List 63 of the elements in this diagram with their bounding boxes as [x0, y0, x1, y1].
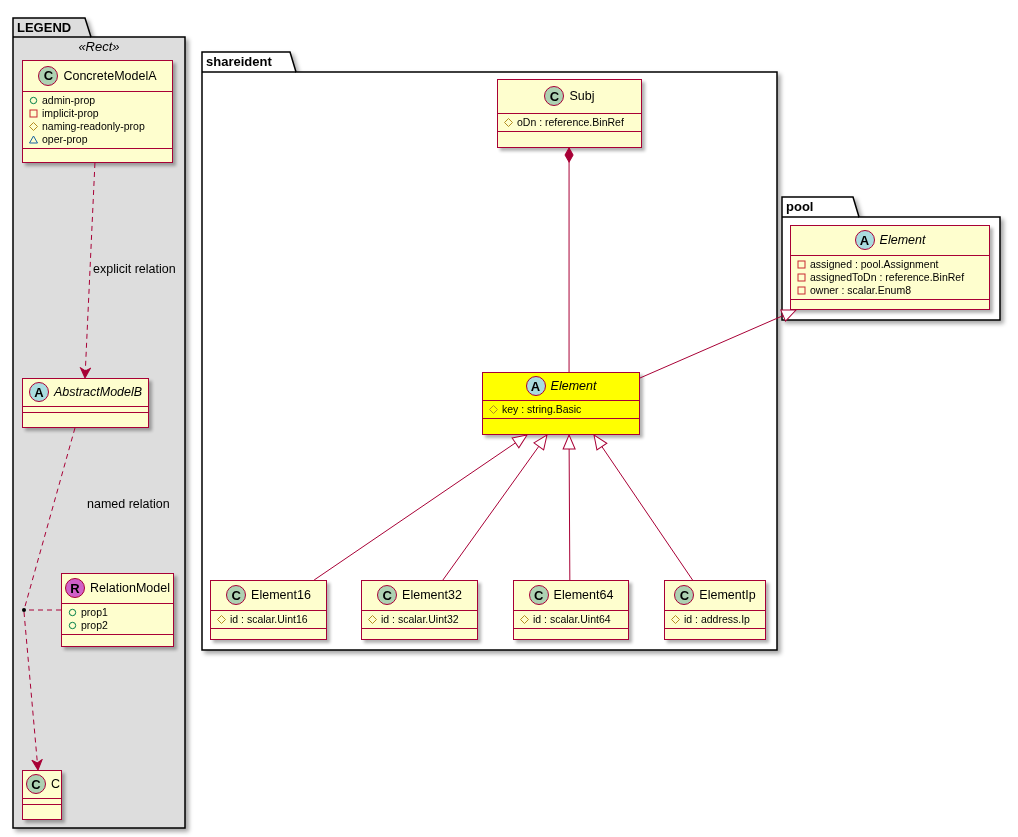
class-name: Element16: [251, 588, 311, 603]
class-name: Subj: [569, 89, 595, 104]
inheritance-arrow: [442, 434, 548, 581]
junction-dot: [22, 608, 26, 612]
class-box: [513, 580, 629, 640]
inheritance-arrow: [562, 434, 576, 581]
package-name: pool: [786, 198, 814, 215]
attribute-text: prop1: [81, 606, 108, 618]
dependency-arrow: [79, 162, 96, 379]
class-box: [22, 770, 62, 820]
stereotype-label: «Rect»: [77, 39, 121, 54]
attribute-text: prop2: [81, 619, 108, 631]
class-name: Element32: [402, 588, 462, 603]
composition-line: [564, 147, 574, 373]
attribute-text: admin-prop: [42, 94, 96, 106]
attribute-text: id : scalar.Uint16: [230, 613, 308, 625]
package-name: LEGEND: [17, 19, 72, 36]
class-box: [61, 573, 174, 647]
class-name: ConcreteModelA: [63, 68, 157, 83]
class-kind-marker: C: [38, 65, 59, 86]
attribute-text: oDn : reference.BinRef: [517, 116, 624, 128]
class-box: [482, 372, 640, 435]
class-name: AbstractModelB: [53, 385, 143, 400]
class-kind-marker: R: [65, 578, 86, 599]
attribute-text: naming-readonly-prop: [42, 120, 145, 132]
attribute-text: owner : scalar.Enum8: [810, 284, 911, 296]
attribute-text: implicit-prop: [42, 107, 99, 119]
class-name: ElementIp: [699, 588, 756, 603]
class-box: [22, 60, 173, 163]
attribute-text: id : scalar.Uint32: [381, 613, 459, 625]
class-name: Element: [550, 379, 597, 394]
attribute-text: id : scalar.Uint64: [533, 613, 611, 625]
attribute-text: key : string.Basic: [502, 403, 582, 415]
edge-label: named relation: [87, 497, 170, 511]
class-kind-marker: C: [544, 86, 565, 107]
class-name: C: [51, 777, 61, 792]
class-kind-marker: C: [226, 585, 247, 606]
attribute-text: oper-prop: [42, 133, 88, 145]
class-kind-marker: C: [674, 585, 695, 606]
class-box: [497, 79, 642, 148]
class-kind-marker: C: [377, 585, 398, 606]
class-box: [361, 580, 478, 640]
class-box: [664, 580, 766, 640]
class-box: [210, 580, 327, 640]
package-name: shareident: [206, 53, 272, 70]
dependency-arrow: [23, 611, 43, 771]
class-box: [22, 378, 149, 428]
class-name: Element64: [553, 588, 614, 603]
class-name: Element: [879, 233, 926, 248]
attribute-text: assigned : pool.Assignment: [810, 258, 939, 270]
class-kind-marker: A: [28, 382, 49, 403]
class-box: [790, 225, 990, 310]
class-kind-marker: C: [528, 585, 549, 606]
class-name: RelationModel: [90, 581, 170, 596]
attribute-text: assignedToDn : reference.BinRef: [810, 271, 965, 283]
attribute-text: id : address.Ip: [684, 613, 750, 625]
class-kind-marker: A: [854, 230, 875, 251]
inheritance-arrow: [313, 434, 528, 581]
inheritance-arrow: [593, 434, 694, 581]
edge-label: explicit relation: [93, 262, 176, 276]
class-kind-marker: C: [26, 774, 46, 795]
inheritance-arrow: [639, 309, 797, 379]
class-kind-marker: A: [525, 376, 546, 397]
